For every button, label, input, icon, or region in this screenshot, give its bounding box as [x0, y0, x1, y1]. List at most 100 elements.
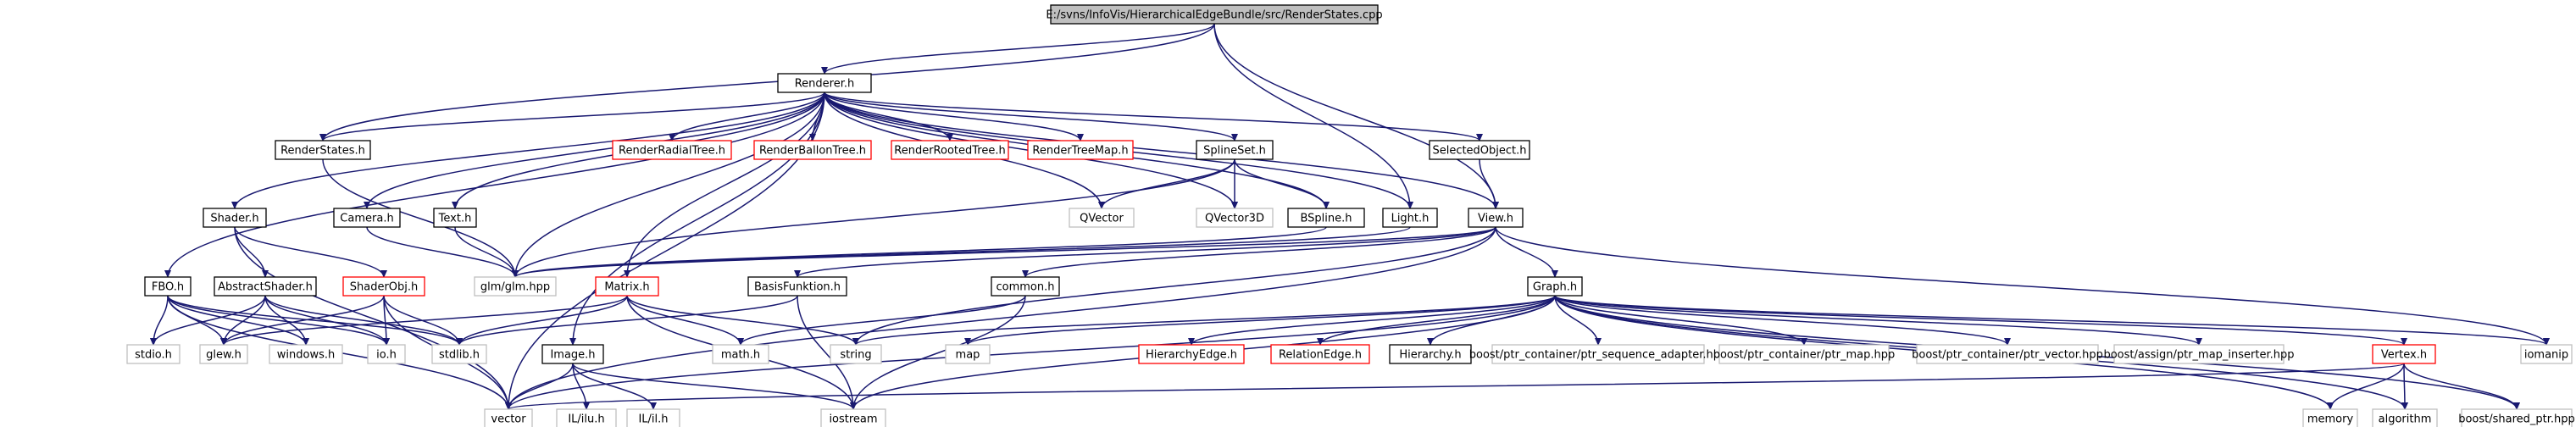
node-common[interactable]: common.h [991, 276, 1060, 297]
node-shaderobj[interactable]: ShaderObj.h [342, 276, 425, 297]
node-bspline[interactable]: BSpline.h [1287, 208, 1365, 228]
edge-graph-to-ptrmap [1554, 295, 1807, 346]
edge-root-to-view [1213, 23, 1499, 209]
edge-abstractshader-to-io [264, 295, 390, 346]
node-renderrootedtree[interactable]: RenderRootedTree.h [891, 140, 1009, 160]
node-hierarchy[interactable]: Hierarchy.h [1389, 344, 1472, 364]
node-shaderobj-label: ShaderObj.h [350, 281, 419, 294]
edge-graph-to-iomanip [1554, 295, 2550, 346]
node-relationedge[interactable]: RelationEdge.h [1270, 344, 1370, 364]
edge-abstractshader-to-stdlib [264, 295, 463, 346]
node-root[interactable]: E:/svns/InfoVis/HierarchicalEdgeBundle/s… [1046, 4, 1383, 25]
node-ilil: IL/il.h [626, 408, 680, 427]
edge-view-to-graph [1495, 226, 1558, 278]
node-basisfunktion[interactable]: BasisFunktion.h [747, 276, 847, 297]
node-string: string [830, 344, 882, 364]
node-vertex[interactable]: Vertex.h [2372, 344, 2436, 364]
node-ptrmap-box [1718, 344, 1890, 364]
edge-basisfunktion-to-stdlib [456, 295, 798, 346]
node-text-label: Text.h [438, 213, 472, 225]
node-abstractshader-label: AbstractShader.h [218, 281, 313, 294]
node-glew-label: glew.h [206, 349, 242, 362]
node-ptrmap-label: boost/ptr_container/ptr_map.hpp [1713, 349, 1896, 362]
edge-graph-to-ptrmapins [1554, 295, 2202, 346]
node-qvector3d-box [1196, 208, 1274, 228]
node-graph-box [1527, 276, 1583, 297]
node-vertex-label: Vertex.h [2381, 349, 2427, 362]
edge-renderer-to-shader [231, 92, 825, 209]
node-matrix[interactable]: Matrix.h [595, 276, 659, 297]
node-camera[interactable]: Camera.h [333, 208, 401, 228]
node-common-box [991, 276, 1060, 297]
node-vector-box [484, 408, 533, 427]
node-renderstates-label: RenderStates.h [280, 145, 365, 158]
edge-view-to-vector [505, 226, 1496, 410]
node-camera-box [333, 208, 401, 228]
node-selectedobject[interactable]: SelectedObject.h [1429, 140, 1530, 160]
node-math-label: math.h [721, 349, 760, 362]
node-light[interactable]: Light.h [1382, 208, 1438, 228]
edge-graph-to-map [964, 295, 1556, 346]
edge-camera-to-glm [366, 226, 519, 278]
node-renderradialtree[interactable]: RenderRadialTree.h [612, 140, 732, 160]
edge-renderer-to-fbo [164, 92, 825, 278]
node-renderballontree[interactable]: RenderBallonTree.h [753, 140, 872, 160]
edge-vertex-to-sharedptr [2403, 363, 2520, 410]
node-map-box [945, 344, 991, 364]
node-ptrseq: boost/ptr_container/ptr_sequence_adapter… [1469, 344, 1727, 364]
node-ptrvector: boost/ptr_container/ptr_vector.hpp [1912, 344, 2103, 364]
node-view[interactable]: View.h [1468, 208, 1524, 228]
node-fbo[interactable]: FBO.h [144, 276, 192, 297]
edge-view-to-glm [512, 226, 1496, 278]
node-windows-box [269, 344, 343, 364]
node-hierarchyedge[interactable]: HierarchyEdge.h [1138, 344, 1245, 364]
edge-renderer-to-glm [512, 92, 825, 278]
node-light-box [1382, 208, 1438, 228]
node-renderradialtree-label: RenderRadialTree.h [619, 145, 725, 158]
node-memory-label: memory [2307, 413, 2354, 426]
node-hierarchyedge-box [1138, 344, 1245, 364]
node-sharedptr-label: boost/shared_ptr.hpp [2458, 413, 2575, 426]
node-text[interactable]: Text.h [433, 208, 477, 228]
node-map: map [945, 344, 991, 364]
node-image[interactable]: Image.h [541, 344, 604, 364]
edge-image-to-iostream [572, 363, 857, 410]
node-shaderobj-box [342, 276, 425, 297]
edge-root-to-light [1213, 23, 1413, 209]
node-stdlib-label: stdlib.h [439, 349, 480, 362]
node-graph[interactable]: Graph.h [1527, 276, 1583, 297]
edge-graph-to-vertex [1554, 295, 2407, 346]
edge-matrix-to-stdlib [456, 295, 628, 346]
node-text-box [433, 208, 477, 228]
node-hierarchy-box [1389, 344, 1472, 364]
node-rendertreemap[interactable]: RenderTreeMap.h [1027, 140, 1134, 160]
edge-graph-to-hierarchyedge [1188, 295, 1556, 346]
node-renderer-label: Renderer.h [795, 78, 855, 91]
node-renderstates[interactable]: RenderStates.h [275, 140, 371, 160]
node-image-label: Image.h [550, 349, 595, 362]
node-map-label: map [956, 349, 980, 362]
node-sharedptr-box [2461, 408, 2573, 427]
node-shader[interactable]: Shader.h [203, 208, 267, 228]
edge-abstractshader-to-windows [264, 295, 309, 346]
edge-shader-to-vector [234, 226, 512, 410]
edge-graph-to-vector [505, 295, 1556, 410]
node-ptrvector-label: boost/ptr_container/ptr_vector.hpp [1912, 349, 2103, 362]
node-root-box [1050, 4, 1379, 25]
node-shader-box [203, 208, 267, 228]
node-ptrmapins: boost/assign/ptr_map_inserter.hpp [2103, 344, 2295, 364]
node-ptrmapins-box [2113, 344, 2285, 364]
node-qvector3d: QVector3D [1196, 208, 1274, 228]
node-vector-label: vector [491, 413, 526, 426]
edge-light-to-glm [512, 226, 1411, 278]
node-renderer[interactable]: Renderer.h [777, 73, 872, 93]
node-io-label: io.h [376, 349, 397, 362]
edge-matrix-to-string [626, 295, 859, 346]
node-light-label: Light.h [1391, 213, 1430, 225]
node-glm-box [474, 276, 557, 297]
node-bspline-box [1287, 208, 1365, 228]
node-abstractshader[interactable]: AbstractShader.h [214, 276, 317, 297]
node-windows: windows.h [269, 344, 343, 364]
node-splineset[interactable]: SplineSet.h [1196, 140, 1274, 160]
